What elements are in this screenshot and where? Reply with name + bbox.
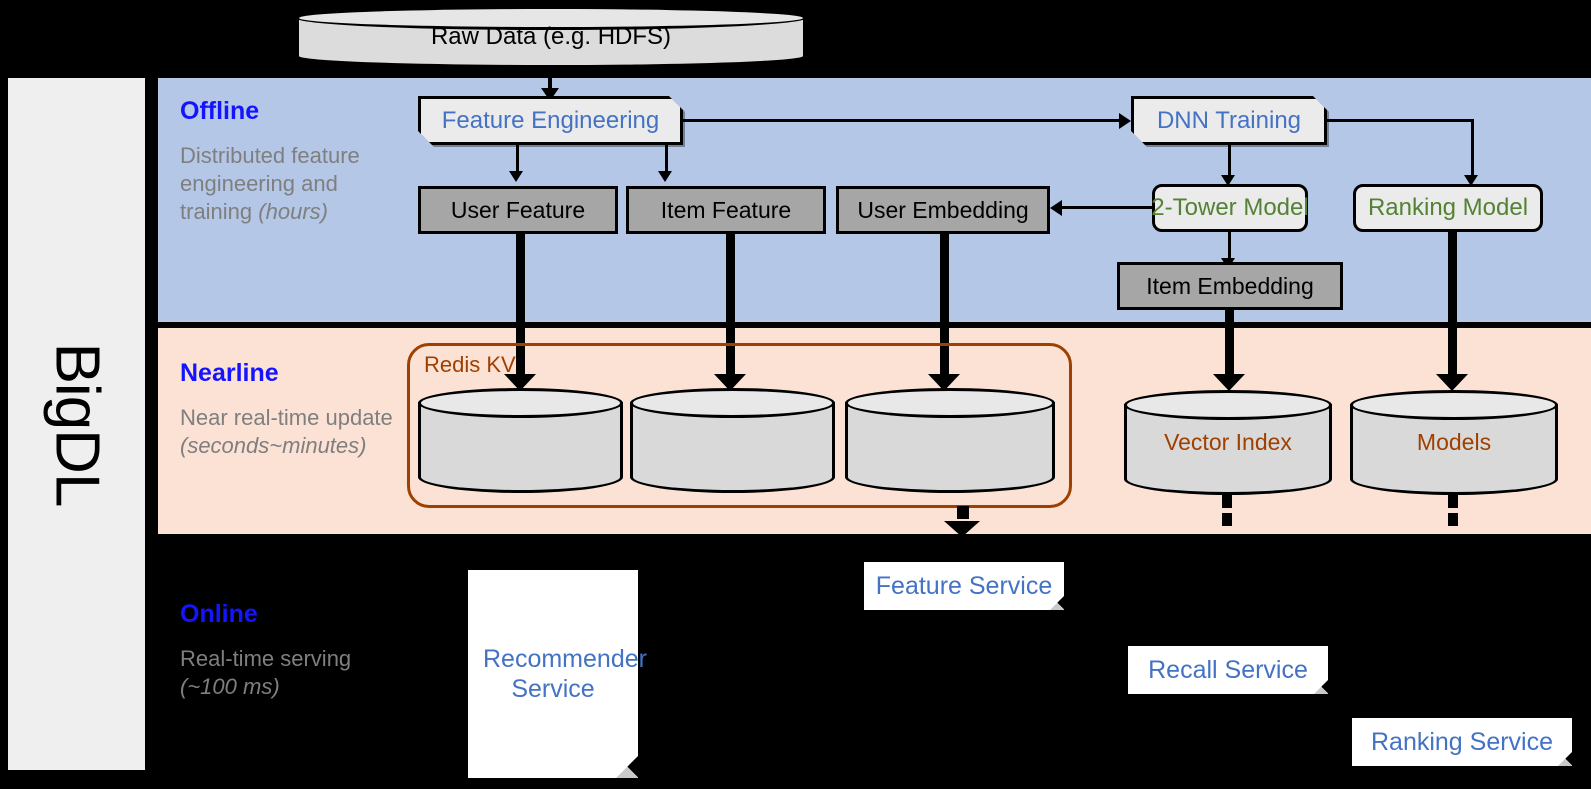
arrowhead-itemfeature-store: [714, 374, 746, 391]
pipeline-userfeature-store: [516, 234, 525, 382]
item-embedding-label: Item Embedding: [1146, 272, 1314, 299]
recall-service-doc[interactable]: Recall Service: [1128, 646, 1328, 694]
user-embedding-label: User Embedding: [857, 196, 1029, 223]
feature-service-doc[interactable]: Feature Service: [864, 562, 1064, 610]
cylinder-top: [1350, 390, 1558, 420]
arrowhead-twotower-userembedding: [1050, 200, 1062, 216]
arrowhead-redis-featureservice: [944, 521, 980, 537]
redis-store-user-embedding[interactable]: [845, 388, 1055, 493]
raw-data-label: Raw Data (e.g. HDFS): [430, 23, 672, 50]
redis-store-user-feature[interactable]: [418, 388, 623, 493]
recommender-service-label: Recommender Service: [483, 644, 647, 704]
connector-fe-dnn: [683, 119, 1119, 122]
nearline-title: Nearline: [180, 359, 279, 387]
redis-kv-group: [407, 343, 1072, 508]
connector-dnn-ranking-h: [1327, 119, 1474, 122]
dash-vectorindex-2: [1222, 513, 1232, 526]
vector-index-label: Vector Index: [1164, 429, 1292, 455]
arrowhead-rankingmodel-models: [1436, 374, 1468, 391]
bigdl-label: BigDL: [42, 342, 111, 506]
ranking-service-label: Ranking Service: [1370, 727, 1554, 756]
dnn-training-node[interactable]: DNN Training: [1131, 96, 1327, 145]
pipeline-rankingmodel-models: [1448, 232, 1457, 382]
dash-redis-featureservice: [957, 506, 969, 519]
feature-service-label: Feature Service: [875, 571, 1053, 600]
connector-fe-userfeature: [516, 145, 519, 173]
pipeline-itemfeature-store: [726, 234, 735, 382]
two-tower-model-box[interactable]: 2-Tower Model: [1151, 184, 1309, 232]
two-tower-model-label: 2-Tower Model: [1151, 194, 1309, 222]
nearline-subtitle: Near real-time update (seconds~minutes): [180, 405, 393, 459]
pipeline-itemembedding-vectorindex: [1225, 310, 1234, 382]
ranking-model-label: Ranking Model: [1367, 194, 1529, 222]
dnn-training-label: DNN Training: [1131, 96, 1327, 145]
arrowhead-fe-itemfeature: [658, 171, 672, 182]
bigdl-rail: BigDL: [8, 78, 145, 770]
recommender-service-doc[interactable]: Recommender Service: [468, 570, 647, 778]
dash-models-2: [1448, 513, 1458, 526]
arrowhead-userfeature-store: [504, 374, 536, 391]
cylinder-top: [845, 388, 1055, 418]
vector-index-cylinder[interactable]: Vector Index: [1124, 390, 1332, 495]
cylinder-top: [1124, 390, 1332, 420]
feature-engineering-node[interactable]: Feature Engineering: [418, 96, 683, 145]
user-feature-box[interactable]: User Feature: [418, 186, 618, 234]
pipeline-userembedding-store: [940, 234, 949, 382]
connector-rawdata-fe: [548, 68, 552, 90]
arrowhead-userembedding-store: [928, 374, 960, 391]
connector-dnn-ranking-v: [1471, 119, 1474, 177]
dash-models-1: [1448, 495, 1458, 508]
raw-data-cylinder: Raw Data (e.g. HDFS): [296, 6, 806, 68]
online-subtitle: Real-time serving (~100 ms): [180, 646, 352, 700]
offline-subtitle: Distributed feature engineering and trai…: [180, 143, 360, 225]
arrowhead-fe-userfeature: [509, 171, 523, 182]
item-embedding-box[interactable]: Item Embedding: [1117, 262, 1343, 310]
models-cylinder[interactable]: Models: [1350, 390, 1558, 495]
cylinder-top: [630, 388, 835, 418]
arrowhead-itemembedding-vectorindex: [1213, 374, 1245, 391]
page-fold-icon: [1314, 680, 1328, 694]
page-fold-icon: [1558, 752, 1572, 766]
recall-service-label: Recall Service: [1148, 655, 1308, 684]
arrowhead-dnn-twotower: [1221, 175, 1235, 186]
connector-dnn-twotower: [1228, 145, 1231, 177]
redis-kv-label: Redis KV: [424, 352, 516, 377]
user-feature-label: User Feature: [450, 196, 586, 223]
redis-store-item-feature[interactable]: [630, 388, 835, 493]
cylinder-top: [296, 6, 806, 30]
user-embedding-box[interactable]: User Embedding: [836, 186, 1050, 234]
models-label: Models: [1416, 429, 1492, 455]
feature-engineering-label: Feature Engineering: [418, 96, 683, 145]
cylinder-top: [418, 388, 623, 418]
dash-vectorindex-1: [1222, 495, 1232, 508]
arrowhead-dnn-ranking: [1464, 175, 1478, 186]
connector-twotower-userembedding: [1062, 206, 1152, 209]
arrowhead-fe-dnn: [1119, 113, 1131, 129]
item-feature-box[interactable]: Item Feature: [626, 186, 826, 234]
online-title: Online: [180, 600, 258, 628]
connector-twotower-itemembedding: [1228, 232, 1231, 260]
ranking-service-doc[interactable]: Ranking Service: [1352, 718, 1572, 766]
ranking-model-box[interactable]: Ranking Model: [1353, 184, 1543, 232]
page-fold-icon: [616, 756, 638, 778]
item-feature-label: Item Feature: [660, 196, 792, 223]
offline-title: Offline: [180, 97, 260, 125]
connector-fe-itemfeature: [665, 145, 668, 173]
